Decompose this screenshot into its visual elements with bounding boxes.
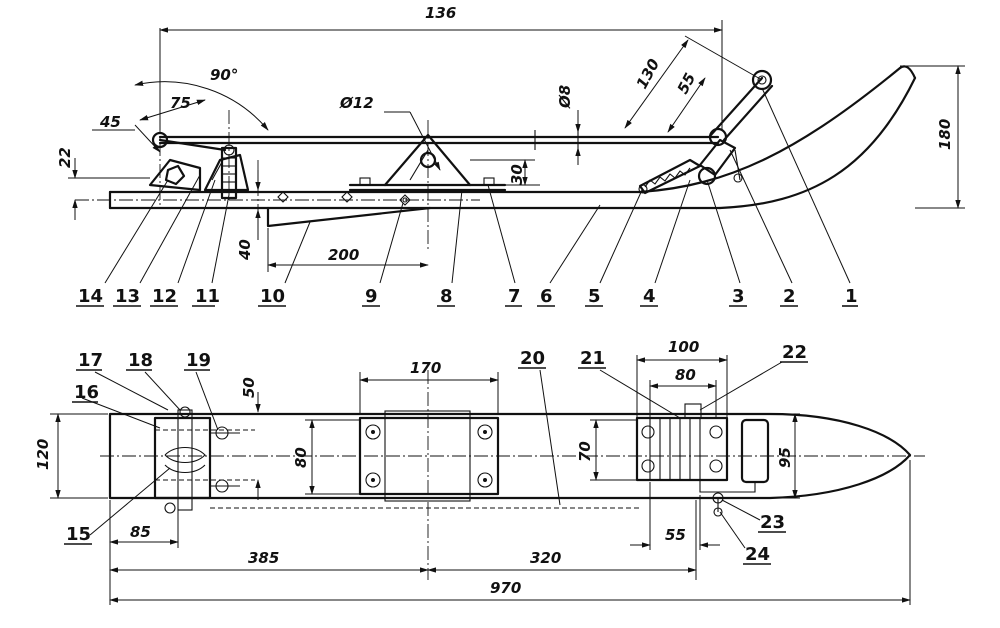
part-label: 21 <box>580 348 605 369</box>
part-label: 8 <box>440 286 453 307</box>
dim-55: 55 <box>674 70 700 97</box>
dim-70: 70 <box>576 441 594 462</box>
part-label: 12 <box>152 286 177 307</box>
part-label: 22 <box>782 342 807 363</box>
dim-970: 970 <box>490 579 521 597</box>
part-label: 17 <box>78 350 103 371</box>
front-lever <box>697 69 774 186</box>
part-label: 19 <box>186 350 211 371</box>
part-label: 13 <box>115 286 140 307</box>
part-label: 23 <box>760 512 785 533</box>
part-label: 9 <box>365 286 378 307</box>
part-label: 14 <box>78 286 103 307</box>
dim-75: 75 <box>170 94 191 112</box>
dimension-texts: 136 90° 75 45 22 Ø12 Ø8 30 130 55 180 40… <box>56 4 954 264</box>
part-numbers-side: 14 13 12 11 10 9 8 7 6 5 4 3 2 <box>76 286 858 307</box>
dim-50: 50 <box>240 377 258 398</box>
dim-40: 40 <box>236 239 254 261</box>
dim-385: 385 <box>248 549 279 567</box>
part-label: 24 <box>745 544 770 565</box>
dim-55: 55 <box>665 526 686 544</box>
rear-steering-assembly <box>148 110 259 230</box>
dim-180: 180 <box>936 119 954 150</box>
dim-170: 170 <box>410 359 441 377</box>
part-label: 7 <box>508 286 521 307</box>
part-leaders-side <box>104 87 851 284</box>
part-label: 10 <box>260 286 285 307</box>
dim-80: 80 <box>292 447 310 468</box>
plank-bolts <box>277 191 411 206</box>
part-label: 2 <box>783 286 796 307</box>
part-label: 11 <box>195 286 220 307</box>
runner-plank <box>75 190 722 210</box>
part-label: 15 <box>66 524 91 545</box>
dim-136: 136 <box>425 4 456 22</box>
dim-120: 120 <box>34 439 52 470</box>
part-leaders-top <box>81 361 783 549</box>
part-label: 20 <box>520 348 545 369</box>
part-label: 6 <box>540 286 553 307</box>
part-numbers-top: 17 18 19 16 15 20 21 22 23 24 <box>64 342 808 565</box>
rear-block-top <box>153 406 255 514</box>
runner-outline-top <box>100 370 925 580</box>
part-label: 16 <box>74 382 99 403</box>
part-label: 1 <box>845 286 858 307</box>
front-runner-curve <box>638 65 917 210</box>
part-label: 3 <box>732 286 745 307</box>
dim-80-top: 80 <box>675 366 696 384</box>
dim-100: 100 <box>668 338 699 356</box>
dim-95: 95 <box>776 447 794 468</box>
dim-30: 30 <box>508 164 526 185</box>
dimension-lines-top <box>50 355 911 605</box>
part-label: 5 <box>588 286 601 307</box>
top-view: 170 100 80 50 120 80 70 95 85 55 385 320… <box>34 338 925 605</box>
front-rack-top <box>635 403 770 517</box>
tie-rod <box>158 135 720 145</box>
dim-85: 85 <box>130 523 151 541</box>
part-label: 18 <box>128 350 153 371</box>
dimension-texts-top: 170 100 80 50 120 80 70 95 85 55 385 320… <box>34 338 794 597</box>
dim-12: Ø12 <box>339 94 374 112</box>
dim-320: 320 <box>530 549 561 567</box>
dim-90deg: 90° <box>210 66 238 84</box>
dimension-lines <box>68 20 965 272</box>
wedge-part-10 <box>266 206 432 228</box>
dim-45: 45 <box>99 113 121 131</box>
dim-22: 22 <box>56 147 74 168</box>
dim-130: 130 <box>633 56 664 92</box>
seat-plate-top <box>358 410 500 502</box>
part-label: 4 <box>643 286 656 307</box>
dim-200: 200 <box>328 246 359 264</box>
rod-clamps <box>534 130 579 150</box>
dim-8: Ø8 <box>556 85 574 109</box>
side-view: 136 90° 75 45 22 Ø12 Ø8 30 130 55 180 40… <box>56 4 965 307</box>
seat-support <box>348 120 507 250</box>
